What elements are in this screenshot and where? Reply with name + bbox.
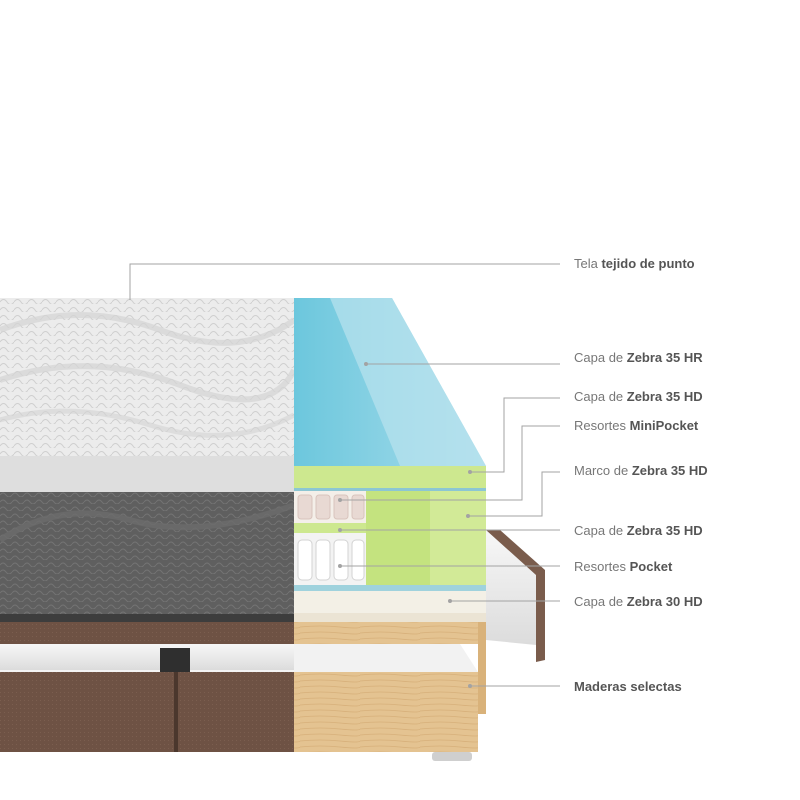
label-marco: Marco de Zebra 35 HD [574,463,708,478]
spring-layer-minipocket [294,491,366,523]
label-capa-30hd: Capa de Zebra 30 HD [574,594,703,609]
mattress-cover-welt [0,456,294,492]
foam-layer-hr [294,298,486,466]
side-drawer [486,530,545,662]
label-capa-hd-mid: Capa de Zebra 35 HD [574,523,703,538]
label-tela: Tela tejido de punto [574,256,695,271]
foam-layer-hd-bottom [294,591,486,613]
base-left [0,622,294,752]
leader-dots [338,362,472,688]
leader-lines [129,263,560,687]
label-capa-hd-top: Capa de Zebra 35 HD [574,389,703,404]
foam-layer-hd-top [294,466,486,488]
label-resortes-minipocket: Resortes MiniPocket [574,418,699,433]
label-maderas: Maderas selectas [574,679,682,694]
spring-layer-pocket [294,533,366,585]
foam-frame-hd [366,491,486,585]
label-resortes-pocket: Resortes Pocket [574,559,673,574]
label-capa-hr: Capa de Zebra 35 HR [574,350,703,365]
mattress-border-fabric [0,492,294,618]
foam-layer-hd-mid [294,523,366,533]
base-wood-section [294,622,486,752]
base-foot [432,752,472,761]
mattress-cover-top [0,298,297,456]
